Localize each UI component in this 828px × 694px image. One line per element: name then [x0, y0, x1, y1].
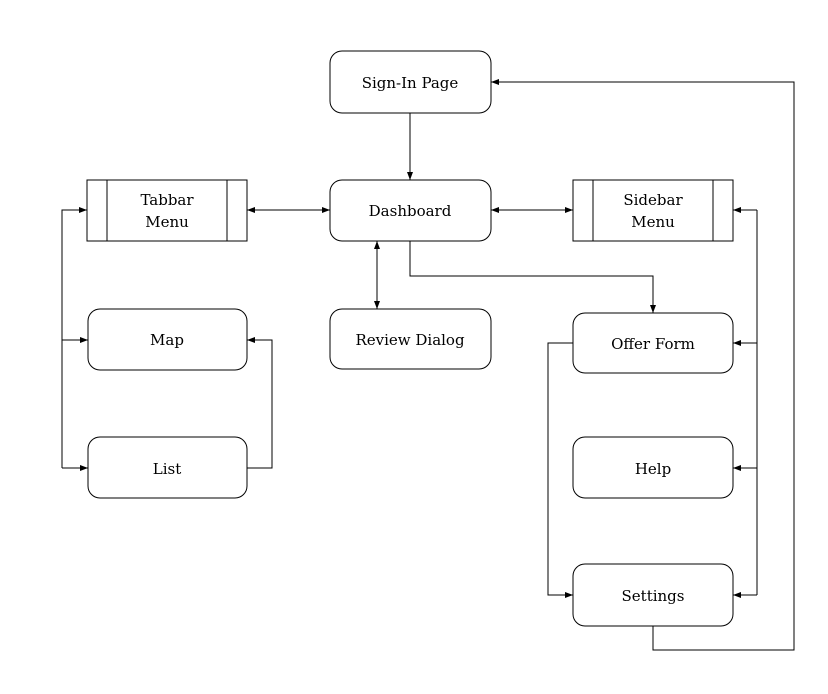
node-offer-form: Offer Form [572, 312, 734, 374]
edge-settings-signin [491, 79, 795, 651]
node-sidebar-menu: Sidebar Menu [572, 179, 734, 242]
node-sidebar-label-line2: Menu [631, 213, 675, 231]
node-dashboard: Dashboard [329, 179, 492, 242]
node-settings: Settings [572, 563, 734, 627]
node-review-dialog: Review Dialog [329, 308, 492, 370]
edge-list-map [247, 337, 273, 469]
node-help: Help [572, 436, 734, 499]
node-tabbar-menu: Tabbar Menu [86, 179, 248, 242]
node-sidebar-label-line1: Sidebar [623, 191, 683, 209]
edge-offer-settings [547, 342, 573, 598]
node-signin-page: Sign-In Page [329, 50, 492, 114]
edges [61, 79, 795, 651]
node-dashboard-label: Dashboard [369, 202, 452, 220]
node-list: List [87, 436, 248, 499]
edge-dashboard-offer [409, 241, 656, 313]
edge-tabbar-bus [61, 209, 87, 468]
node-review-label: Review Dialog [355, 331, 465, 349]
node-settings-label: Settings [622, 587, 685, 605]
node-tabbar-label-line2: Menu [145, 213, 189, 231]
node-offer-label: Offer Form [611, 335, 695, 353]
node-tabbar-label-line1: Tabbar [140, 191, 194, 209]
node-signin-label: Sign-In Page [362, 74, 459, 92]
node-help-label: Help [635, 460, 671, 478]
node-map-label: Map [150, 331, 184, 349]
node-list-label: List [153, 460, 181, 478]
node-map: Map [87, 308, 248, 371]
